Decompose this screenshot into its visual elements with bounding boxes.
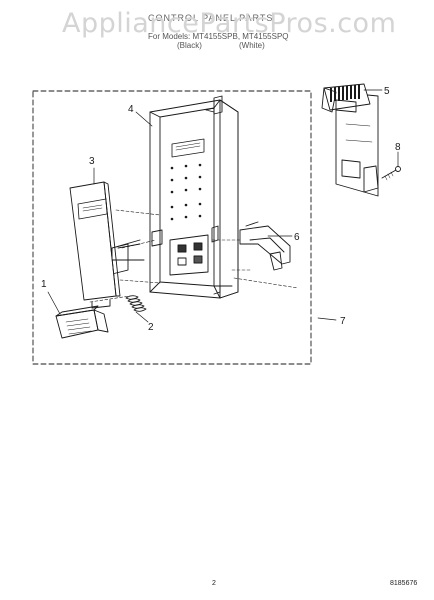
model-list: For Models: MT4155SPB, MT4155SPQ: [148, 32, 289, 41]
color-label-black: (Black): [177, 41, 202, 50]
control-panel-frame: [149, 95, 239, 299]
diagram-title: CONTROL PANEL PARTS: [148, 13, 274, 23]
callout-8: 8: [395, 142, 401, 153]
watermark-text: AppliancePartsPros.com: [62, 8, 397, 39]
document-number: 8185676: [390, 580, 418, 587]
page-number: 2: [212, 580, 216, 587]
leader-lines: [47, 89, 399, 323]
keypad-overlay: [69, 181, 121, 309]
callout-7: 7: [340, 316, 346, 327]
callout-6: 6: [294, 232, 300, 243]
screw: [381, 166, 401, 181]
board-connector-pins: [330, 85, 360, 102]
callout-5: 5: [384, 86, 390, 97]
color-label-white: (White): [239, 41, 265, 50]
latch-lever: [239, 221, 291, 271]
callout-2: 2: [148, 322, 154, 333]
spring: [125, 295, 147, 312]
callout-numbers: 1 2 3 4 5 6 7 8: [41, 86, 401, 333]
keypad-dots: [170, 163, 202, 221]
push-button: [55, 305, 109, 339]
assembly-boundary: [32, 90, 312, 365]
callout-3: 3: [89, 156, 95, 167]
callout-4: 4: [128, 104, 134, 115]
callout-1: 1: [41, 279, 47, 290]
